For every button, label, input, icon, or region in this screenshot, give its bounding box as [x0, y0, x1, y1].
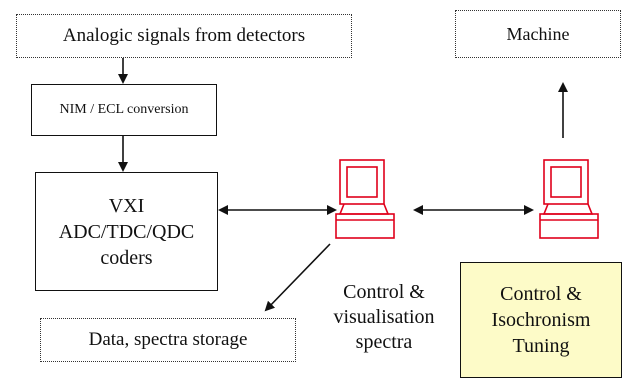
source-box-label: Analogic signals from detectors [62, 25, 306, 46]
arrow-computer1-to-storage [264, 243, 331, 312]
control-line-2: visualisation [333, 306, 435, 328]
coders-line-1: VXI [108, 194, 145, 217]
coders-box: VXI ADC/TDC/QDC coders [35, 172, 218, 291]
computer-icon [335, 159, 395, 239]
storage-box: Data, spectra storage [40, 318, 296, 362]
computer-icon [539, 159, 599, 239]
control-line-1: Control & [343, 281, 425, 303]
tuning-box: Control & Isochronism Tuning [460, 262, 622, 378]
storage-box-label: Data, spectra storage [88, 329, 248, 350]
source-box: Analogic signals from detectors [16, 14, 352, 58]
tuning-line-1: Control & [500, 283, 582, 305]
control-visualisation-label: Control & visualisation spectra [312, 280, 456, 355]
machine-box: Machine [455, 10, 621, 58]
coders-line-3: coders [100, 246, 153, 269]
control-line-3: spectra [355, 331, 413, 353]
coders-line-2: ADC/TDC/QDC [58, 220, 195, 243]
conversion-box: NIM / ECL conversion [31, 84, 217, 136]
conversion-box-label: NIM / ECL conversion [59, 102, 189, 117]
tuning-line-3: Tuning [512, 335, 570, 357]
tuning-line-2: Isochronism [491, 309, 591, 331]
machine-box-label: Machine [506, 23, 570, 44]
